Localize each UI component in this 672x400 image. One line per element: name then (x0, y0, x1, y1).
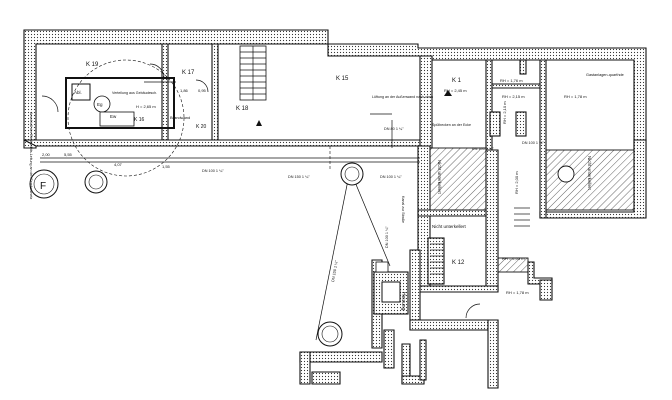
pipe-label-dn100: DN 100 1 ¼" (202, 169, 224, 173)
height-h3: RH = 1,78 m (564, 94, 587, 99)
height-h9: RH = 2,00 m (514, 171, 519, 194)
lower-walls (299, 145, 553, 389)
dim-d3: 4,07 (114, 162, 123, 167)
manholes (29, 162, 575, 347)
door-swings (41, 63, 481, 319)
room-label-k18: K 18 (236, 106, 249, 112)
room-label-k1: K 1 (452, 78, 462, 84)
room-label-k20: K 20 (196, 124, 207, 130)
hatched-area-1 (429, 147, 487, 211)
k19-equipment-room (65, 77, 176, 129)
outer-walls (23, 29, 647, 219)
room-label-k19: K 19 (86, 62, 99, 68)
pipe-label-dn100e: DN 100 1 ¼" (472, 147, 494, 151)
dim-d6: 0,95 (198, 88, 207, 93)
dim-d4: 1,55 (162, 164, 171, 169)
note-spuelbecken: Spülbecken an der Ecke (432, 123, 471, 127)
stairs-k12 (430, 207, 530, 275)
stairs-k18 (239, 45, 267, 101)
room-label-k16: K 16 (134, 117, 145, 123)
marker-f: F (40, 181, 46, 192)
note-nicht-unterkellert-3: Nicht unterkellert (432, 224, 467, 229)
room-label-k17: K 17 (182, 70, 195, 76)
pipe-label-dn100c: DN 100 1 ¼" (331, 260, 339, 283)
note-brandwand: Brandwand (170, 115, 190, 120)
note-nicht-unterkellert-1: Nicht unterkellert (437, 160, 442, 195)
hatched-area-3 (497, 257, 529, 273)
dim-d5: 1,86 (180, 88, 189, 93)
pipe-lines (40, 120, 420, 341)
note-gastanlage: Gastanlagen-quarthde (586, 73, 624, 77)
height-h2: RH = 1,76 m (500, 78, 523, 83)
note-nicht-unterkellert-2: Nicht unterkellert (587, 156, 592, 191)
height-h5: RH = 1,78 m (506, 290, 529, 295)
height-h1: RH = 2,45 m (444, 88, 467, 93)
height-h7: H = 2,65 m (136, 104, 156, 109)
note-kanal: Kanal zur Straße (401, 196, 405, 223)
note-anschluss: Anschluß der Elektrizitäts-Leitung an de… (29, 112, 33, 199)
dashed-radius-circle (67, 59, 185, 177)
equipment-label-heizung: Heizung (400, 292, 406, 311)
equipment-label-ew: Ew (110, 114, 117, 119)
height-h6: RH = 2,05 m (502, 256, 525, 261)
room-label-k12: K 12 (452, 260, 465, 266)
pipe-label-dn150: DN 150 1 ¼" (288, 175, 310, 179)
height-h8: RH = 2,10 m (502, 101, 507, 124)
section-markers (256, 90, 452, 126)
equipment-label-eg: Eg (97, 102, 103, 107)
room-label-k15: K 15 (336, 76, 349, 82)
note-lueftung: Lüftung an der Außenwand nach oben (372, 95, 433, 99)
height-h4: RH = 2,15 m (502, 94, 525, 99)
equipment-label-abl: Abl. (74, 90, 82, 95)
pipe-label-dn100f: DN 100 1 ¼" (522, 141, 544, 145)
note-verteilung: Verteilung aus Gebäudesch. (112, 91, 157, 95)
dim-d2: 5,55 (64, 152, 73, 157)
pipe-label-dn100d: DN 100 1 ¼" (385, 226, 389, 248)
pipe-label-dn100b: DN 100 1 ¼" (380, 175, 402, 179)
pipe-label-dn80: DN 80 1 ¼" (384, 127, 404, 131)
dim-d1: 2,00 (42, 152, 51, 157)
